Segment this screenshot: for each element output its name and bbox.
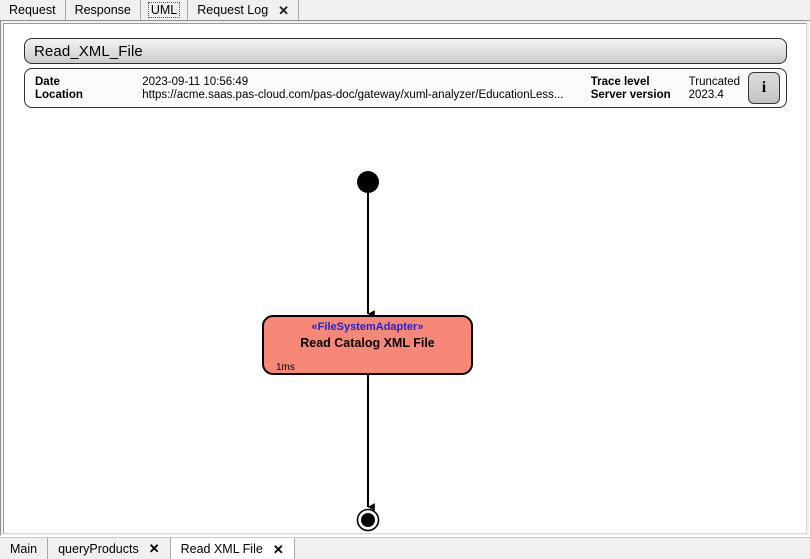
tab-uml[interactable]: UML <box>140 0 189 20</box>
trace-title-bar: Read_XML_File <box>24 38 787 64</box>
uml-activity-diagram: «FileSystemAdapter» Read Catalog XML Fil… <box>4 134 806 533</box>
server-version-label: Server version <box>590 88 671 101</box>
bottom-tab-strip-filler <box>294 538 810 559</box>
activity-node-title: Read Catalog XML File <box>300 336 435 350</box>
tab-request-log-label: Request Log <box>197 2 269 17</box>
page-title: Read_XML_File <box>34 42 143 60</box>
tab-response-label: Response <box>74 2 131 17</box>
bottom-tab-strip: Main queryProducts ✕ Read XML File ✕ <box>0 537 810 559</box>
top-tab-strip-filler <box>299 0 810 20</box>
initial-node[interactable] <box>357 171 379 193</box>
final-node-core <box>361 513 375 527</box>
trace-info-bar: Date 2023-09-11 10:56:49 Location https:… <box>24 68 787 108</box>
bottom-tab-read-xml-file-label: Read XML File <box>180 542 263 556</box>
location-value: https://acme.saas.pas-cloud.com/pas-doc/… <box>142 88 564 101</box>
tab-request[interactable]: Request <box>0 0 66 20</box>
bottom-tab-read-xml-file[interactable]: Read XML File ✕ <box>170 538 295 559</box>
close-icon[interactable]: ✕ <box>272 541 284 557</box>
server-version-value: 2023.4 <box>688 88 724 101</box>
uml-viewer-frame: Read_XML_File Date 2023-09-11 10:56:49 L… <box>0 20 810 536</box>
bottom-tab-queryproducts-label: queryProducts <box>58 541 139 556</box>
activity-node-stereotype: «FileSystemAdapter» <box>312 321 424 333</box>
bottom-tab-main-label: Main <box>10 541 38 556</box>
close-icon[interactable]: ✕ <box>148 541 160 556</box>
trace-level-value: Truncated <box>688 75 740 88</box>
tab-request-log[interactable]: Request Log ✕ <box>188 0 300 20</box>
trace-meta-left: Date 2023-09-11 10:56:49 Location https:… <box>35 76 591 101</box>
tab-uml-label: UML <box>147 1 181 19</box>
trace-level-label: Trace level <box>590 75 650 88</box>
location-label: Location <box>35 88 83 101</box>
uml-viewer-canvas-area: Read_XML_File Date 2023-09-11 10:56:49 L… <box>3 23 807 534</box>
tab-request-label: Request <box>9 2 56 17</box>
info-icon: i <box>761 79 767 96</box>
bottom-tab-main[interactable]: Main <box>0 538 49 559</box>
activity-node-read-catalog-xml-file[interactable]: «FileSystemAdapter» Read Catalog XML Fil… <box>262 315 473 375</box>
tab-response[interactable]: Response <box>65 0 141 20</box>
info-button[interactable]: i <box>748 72 780 104</box>
activity-node-duration: 1ms <box>276 362 295 373</box>
close-icon[interactable]: ✕ <box>278 2 290 18</box>
date-value: 2023-09-11 10:56:49 <box>142 75 249 88</box>
final-node[interactable] <box>356 508 380 532</box>
trace-header-card: Read_XML_File Date 2023-09-11 10:56:49 L… <box>24 38 787 108</box>
top-tab-strip: Request Response UML Request Log ✕ <box>0 0 810 20</box>
bottom-tab-queryproducts[interactable]: queryProducts ✕ <box>48 538 171 559</box>
date-label: Date <box>35 75 60 88</box>
trace-meta-right: Trace level Truncated Server version 202… <box>591 76 740 101</box>
